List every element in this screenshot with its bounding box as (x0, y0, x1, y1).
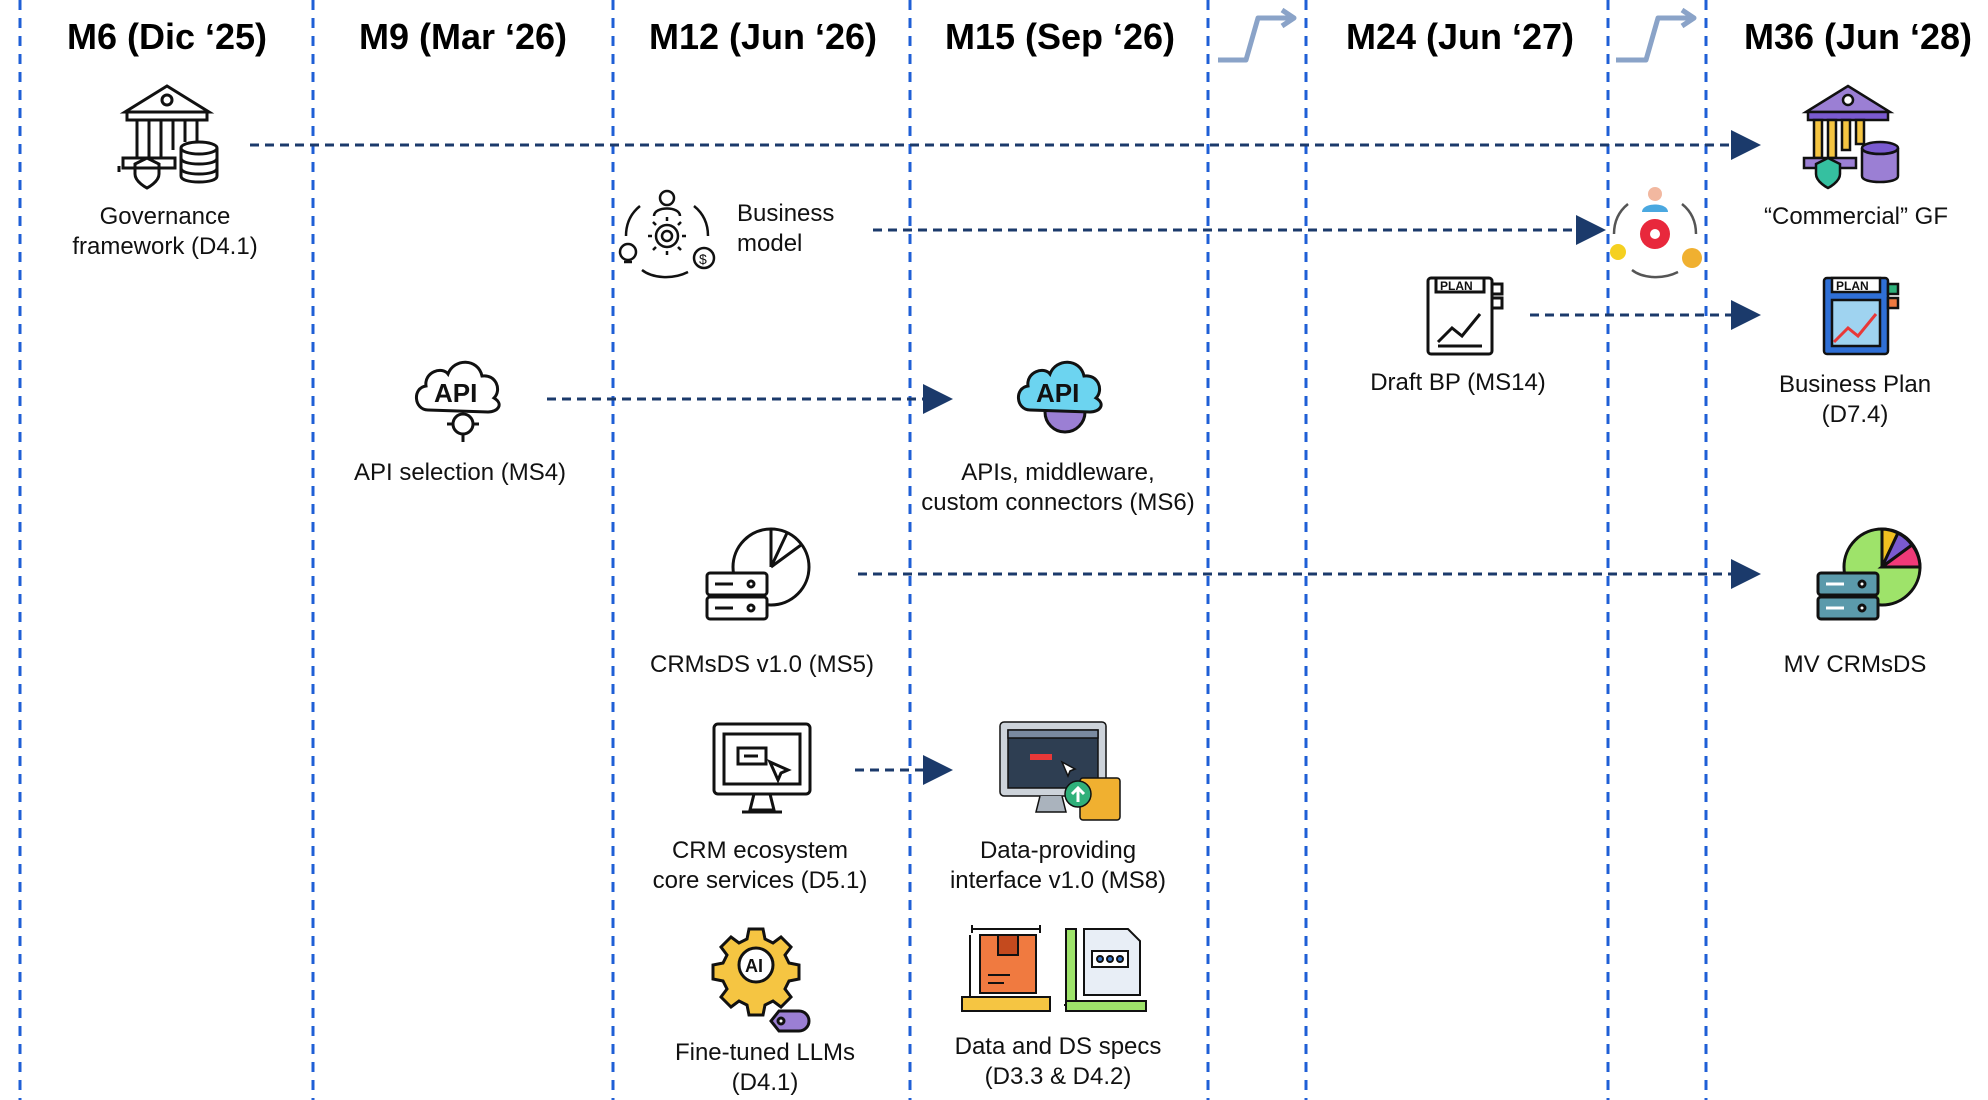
business-cycle-icon: $ (612, 178, 722, 288)
commercial-gf-label: “Commercial” GF (1764, 203, 1948, 230)
api-cloud-color-icon: API (1010, 340, 1120, 450)
milestone-m36: M36 (Jun ‘28) (1743, 16, 1973, 57)
svg-text:API: API (1036, 378, 1079, 408)
server-pie-icon (703, 525, 818, 640)
bank-database-icon (115, 80, 225, 190)
llms-label: Fine-tuned LLMs(D4.1) (674, 1039, 856, 1096)
monitor-upload-icon (996, 718, 1126, 833)
milestone-m24: M24 (Jun ‘27) (1345, 16, 1575, 57)
milestone-m15: M15 (Sep ‘26) (944, 16, 1176, 57)
api-selection-label: API selection (MS4) (353, 459, 567, 486)
timeline-break-icon (1616, 15, 1692, 63)
business-cycle-color-icon (1600, 176, 1710, 286)
milestone-m9: M9 (Mar ‘26) (358, 16, 568, 57)
svg-text:PLAN: PLAN (1836, 279, 1869, 293)
api-cloud-icon: API (408, 340, 518, 450)
ai-gear-icon: AI (703, 925, 813, 1035)
bank-database-color-icon (1796, 80, 1906, 190)
milestone-m6: M6 (Dic ‘25) (66, 16, 268, 57)
draft-bp-label: Draft BP (MS14) (1370, 369, 1546, 396)
svg-text:API: API (434, 378, 477, 408)
data-specs-label: Data and DS specs(D3.3 & D4.2) (954, 1033, 1162, 1090)
milestone-m12: M12 (Jun ‘26) (648, 16, 878, 57)
business-plan-label: Business Plan(D7.4) (1778, 371, 1932, 428)
plan-book-icon: PLAN (1422, 272, 1512, 362)
monitor-icon (710, 720, 815, 825)
crmsds-label: CRMsDS v1.0 (MS5) (649, 651, 875, 678)
box-measure-icon (960, 925, 1150, 1015)
svg-text:AI: AI (745, 956, 763, 976)
mv-crmsds-label: MV CRMsDS (1783, 651, 1927, 678)
svg-text:$: $ (699, 251, 707, 267)
svg-text:PLAN: PLAN (1440, 279, 1473, 293)
timeline-break-icon (1218, 15, 1292, 63)
server-pie-color-icon (1814, 525, 1929, 640)
apis-label: APIs, middleware,custom connectors (MS6) (921, 459, 1195, 516)
plan-book-color-icon: PLAN (1818, 272, 1908, 362)
